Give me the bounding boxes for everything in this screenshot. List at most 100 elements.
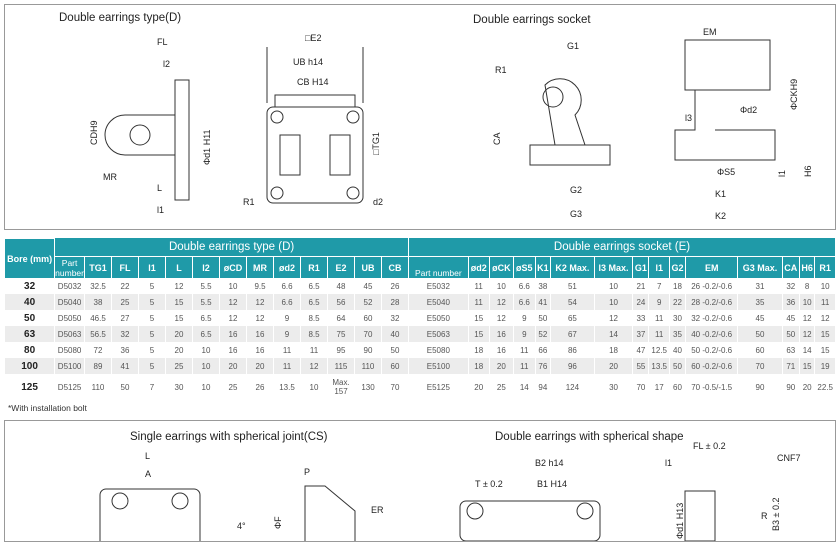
section-title: Double earrings socket (E) (409, 238, 835, 256)
table-cell: 32.5 (90, 281, 106, 291)
label: Φd2 (740, 105, 757, 115)
table-cell: 41 (112, 358, 138, 374)
table-cell: 16 (489, 326, 513, 342)
table-cell: 32 (786, 281, 796, 291)
table-cell: E5032 (426, 281, 450, 291)
label: G1 (567, 41, 579, 51)
table-cell: 130 (361, 382, 375, 392)
table-cell: 40 -0.2/-0.6 (686, 326, 738, 342)
table-cell: 15 (468, 326, 489, 342)
table-cell: 20 (247, 358, 273, 374)
table-cell: 12.5 (651, 345, 667, 355)
label: ER (371, 505, 384, 515)
table-cell: 22 (120, 281, 130, 291)
table-cell: 5 (149, 281, 155, 291)
table-cell: 15 (820, 345, 830, 355)
table-cell: 75 (328, 326, 354, 342)
table-cell: 18 (673, 281, 682, 291)
title-double-earrings-socket: Double earrings socket (473, 14, 591, 26)
table-cell: 13.5 (649, 358, 669, 374)
label: ΦCKH9 (789, 79, 799, 110)
table-cell: 32 (390, 313, 400, 323)
table-cell: 12 (496, 313, 506, 323)
table-cell: 37 (633, 326, 649, 342)
label: B3 ± 0.2 (771, 498, 781, 531)
table-cell: E5080 (426, 345, 450, 355)
table-cell: 110 (91, 382, 105, 392)
table-cell: 48 (336, 281, 346, 291)
column-header: Part number (55, 256, 84, 278)
table-cell: 19 (815, 358, 835, 374)
table-cell: 12 (802, 313, 812, 323)
label: G3 (570, 209, 582, 219)
table-cell: 56 (328, 294, 354, 310)
table-cell: 25 (496, 382, 506, 392)
label: MR (103, 172, 117, 182)
label: G2 (570, 185, 582, 195)
drawing-panel-bottom: Single earrings with spherical joint(CS)… (4, 420, 836, 546)
table-cell: 90 (363, 345, 373, 355)
table-cell: 36 (782, 294, 799, 310)
label: CA (492, 132, 502, 145)
table-cell: 35 (738, 294, 782, 310)
table-cell: 20 (594, 358, 633, 374)
column-header: ød2 (468, 256, 489, 278)
column-header: G1 (633, 256, 649, 278)
table-double-earrings-d: Bore (mm)Double earrings type (D)Part nu… (4, 238, 409, 400)
table-cell: 12 (609, 313, 618, 323)
table-cell: 72 (93, 345, 103, 355)
table-cell: 11 (520, 345, 529, 355)
label: H6 (803, 165, 813, 177)
table-cell: 45 (363, 281, 373, 291)
label: UB h14 (293, 57, 323, 67)
table-cell: D5040 (55, 294, 84, 310)
table-cell: 30 (174, 382, 184, 392)
table-cell: 6.6 (274, 294, 300, 310)
column-header: K1 (535, 256, 551, 278)
label: □E2 (305, 33, 321, 43)
label: l1 (157, 205, 164, 215)
table-cell: 76 (535, 358, 551, 374)
table-cell: 5.5 (200, 281, 212, 291)
table-cell: 10 (228, 281, 238, 291)
table-cell: 90 (755, 382, 765, 392)
label: R (761, 511, 768, 521)
table-cell: 70 (636, 382, 646, 392)
table-cell: 28 -0.2/-0.6 (686, 294, 738, 310)
table-cell: 17 (654, 382, 664, 392)
table-cell: 16 (255, 345, 265, 355)
bore-cell: 80 (24, 344, 36, 356)
table-cell: 67 (551, 326, 594, 342)
table-cell: 20 (166, 326, 192, 342)
table-cell: 89 (85, 358, 111, 374)
header-row: Double earrings socket (E) (409, 238, 835, 256)
table-cell: 50 (782, 326, 799, 342)
table-cell: 5 (139, 294, 165, 310)
table-cell: D5032 (57, 281, 82, 291)
section-title: Double earrings type (D) (55, 238, 408, 256)
bore-cell: 32 (24, 280, 36, 292)
table-cell: D5050 (57, 313, 82, 323)
table-cell: 32 -0.2/-0.6 (691, 313, 733, 323)
table-cell: 38 (85, 294, 111, 310)
label: R1 (243, 197, 255, 207)
table-cell: 63 (786, 345, 796, 355)
column-header: UB (355, 256, 381, 278)
table-cell: 5.5 (193, 294, 219, 310)
column-header: G2 (669, 256, 686, 278)
label: ΦF (273, 516, 283, 529)
table-cell: 38 (538, 281, 548, 291)
table-cell: 26 (390, 281, 400, 291)
column-header: l1 (139, 256, 165, 278)
table-cell: 26 (255, 382, 265, 392)
table-cell: 30 (673, 313, 682, 323)
table-cell: 6.5 (301, 294, 327, 310)
technical-drawings-bottom: Single earrings with spherical joint(CS)… (99, 431, 801, 546)
